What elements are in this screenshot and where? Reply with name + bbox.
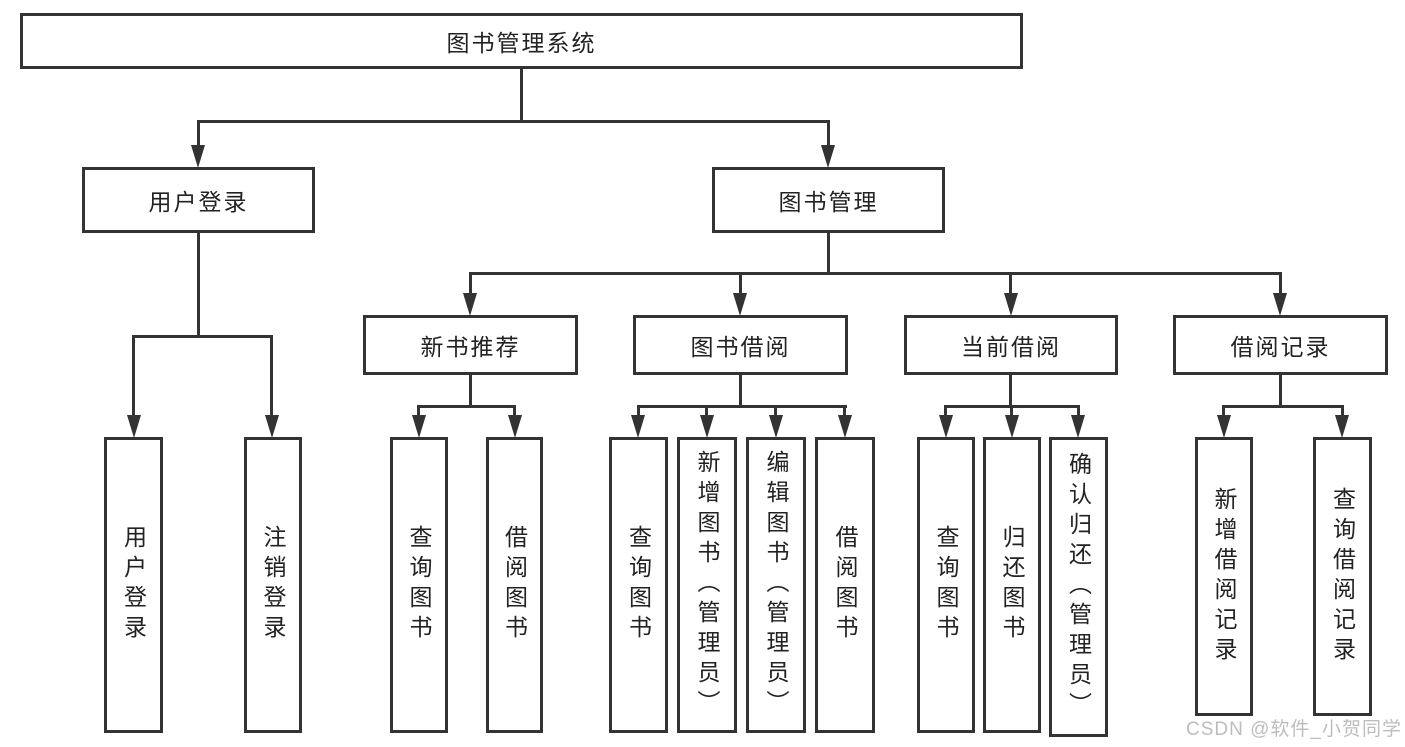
arrowhead-new-book-rec (463, 293, 477, 316)
arrowhead-leaf-logout (265, 415, 279, 438)
connector-to-leaf-borrow-book-2 (843, 405, 846, 418)
leaf-query-book-3: 查询图书 (917, 437, 975, 733)
leaf-edit-book-admin-label: 编辑图书（管理员） (763, 450, 789, 720)
leaf-user-login: 用户登录 (104, 437, 163, 733)
connector-to-borrow-records (1279, 272, 1282, 296)
connector-to-leaf-add-book (705, 405, 708, 418)
node-root-label: 图书管理系统 (446, 30, 597, 56)
node-root: 图书管理系统 (20, 13, 1023, 69)
connector-to-leaf-return-book (1010, 405, 1013, 418)
connector-book-borrow-stem (739, 375, 742, 406)
leaf-add-borrow-record: 新增借阅记录 (1195, 437, 1253, 716)
connector-user-login-bus (132, 335, 273, 338)
connector-book-borrow-bus (637, 405, 847, 408)
connector-to-leaf-add-record (1222, 405, 1225, 418)
connector-to-leaf-login (132, 335, 135, 418)
connector-to-current-borrow (1009, 272, 1012, 296)
arrowhead-leaf-return-book (1005, 415, 1019, 438)
leaf-borrow-book-1: 借阅图书 (486, 437, 543, 733)
leaf-user-login-label: 用户登录 (120, 525, 147, 645)
leaf-add-book-admin-label: 新增图书（管理员） (694, 450, 720, 720)
arrowhead-current-borrow (1004, 293, 1018, 316)
leaf-borrow-book-2: 借阅图书 (815, 437, 875, 733)
connector-borrow-records-stem (1279, 375, 1282, 406)
connector-to-leaf-edit-book (774, 405, 777, 418)
arrowhead-leaf-borrow-book-2 (838, 415, 852, 438)
arrowhead-leaf-login (127, 415, 141, 438)
arrowhead-borrow-records (1273, 293, 1287, 316)
leaf-query-book-1-label: 查询图书 (406, 525, 432, 645)
arrowhead-leaf-query-book-1 (412, 415, 426, 438)
connector-borrow-records-bus (1222, 405, 1344, 408)
connector-to-new-book-rec (469, 272, 472, 296)
node-current-borrow-label: 当前借阅 (961, 334, 1061, 360)
arrowhead-user-login (191, 145, 205, 168)
arrowhead-leaf-add-book (700, 415, 714, 438)
arrowhead-book-mgmt (821, 145, 835, 168)
csdn-watermark: CSDN @软件_小贺同学 (1186, 719, 1402, 740)
connector-to-leaf-borrow-book-1 (513, 405, 516, 418)
leaf-return-book: 归还图书 (983, 437, 1041, 733)
connector-to-leaf-confirm-return (1077, 405, 1080, 418)
arrowhead-book-borrow (733, 293, 747, 316)
leaf-logout: 注销登录 (244, 437, 302, 733)
node-current-borrow: 当前借阅 (904, 315, 1118, 375)
node-book-borrow: 图书借阅 (633, 315, 848, 375)
node-borrow-records-label: 借阅记录 (1230, 334, 1331, 360)
arrowhead-leaf-query-book-3 (939, 415, 953, 438)
leaf-query-book-3-label: 查询图书 (933, 525, 959, 645)
leaf-borrow-book-2-label: 借阅图书 (832, 525, 858, 645)
leaf-query-borrow-record: 查询借阅记录 (1313, 437, 1372, 716)
leaf-add-book-admin: 新增图书（管理员） (677, 437, 737, 733)
connector-to-user-login (197, 120, 200, 150)
leaf-confirm-return-admin-label: 确认归还（管理员） (1065, 452, 1092, 722)
leaf-confirm-return-admin: 确认归还（管理员） (1049, 437, 1108, 737)
connector-root-bus (197, 120, 830, 123)
leaf-add-borrow-record-label: 新增借阅记录 (1211, 486, 1237, 667)
connector-to-book-borrow (739, 272, 742, 296)
connector-to-leaf-query-book-1 (417, 405, 420, 418)
leaf-return-book-label: 归还图书 (999, 525, 1025, 645)
arrowhead-leaf-query-record (1335, 415, 1349, 438)
leaf-query-borrow-record-label: 查询借阅记录 (1329, 486, 1356, 667)
leaf-query-book-2: 查询图书 (609, 437, 668, 733)
node-borrow-records: 借阅记录 (1173, 315, 1388, 375)
leaf-edit-book-admin: 编辑图书（管理员） (746, 437, 806, 733)
connector-to-leaf-query-record (1341, 405, 1344, 418)
node-user-login: 用户登录 (82, 167, 315, 233)
node-book-borrow-label: 图书借阅 (690, 334, 791, 360)
connector-to-book-mgmt (827, 120, 830, 150)
node-book-mgmt: 图书管理 (712, 167, 945, 233)
connector-root-stem (520, 69, 523, 121)
connector-to-leaf-logout (270, 335, 273, 418)
leaf-borrow-book-1-label: 借阅图书 (501, 525, 528, 645)
node-user-login-label: 用户登录 (148, 189, 249, 215)
node-new-book-rec: 新书推荐 (363, 315, 578, 375)
leaf-logout-label: 注销登录 (260, 525, 286, 645)
connector-new-book-rec-bus (417, 405, 516, 408)
connector-new-book-rec-stem (469, 375, 472, 406)
arrowhead-leaf-confirm-return (1071, 415, 1085, 438)
connector-book-mgmt-stem (827, 233, 830, 273)
connector-book-mgmt-bus (469, 272, 1282, 275)
arrowhead-leaf-add-record (1217, 415, 1231, 438)
leaf-query-book-1: 查询图书 (390, 437, 448, 733)
connector-user-login-stem (197, 233, 200, 336)
arrowhead-leaf-borrow-book-1 (508, 415, 522, 438)
arrowhead-leaf-edit-book (769, 415, 783, 438)
connector-to-leaf-query-book-2 (637, 405, 640, 418)
leaf-query-book-2-label: 查询图书 (625, 525, 652, 645)
connector-current-borrow-stem (1009, 375, 1012, 406)
node-book-mgmt-label: 图书管理 (778, 189, 879, 215)
arrowhead-leaf-query-book-2 (631, 415, 645, 438)
node-new-book-rec-label: 新书推荐 (420, 334, 521, 360)
connector-to-leaf-query-book-3 (944, 405, 947, 418)
